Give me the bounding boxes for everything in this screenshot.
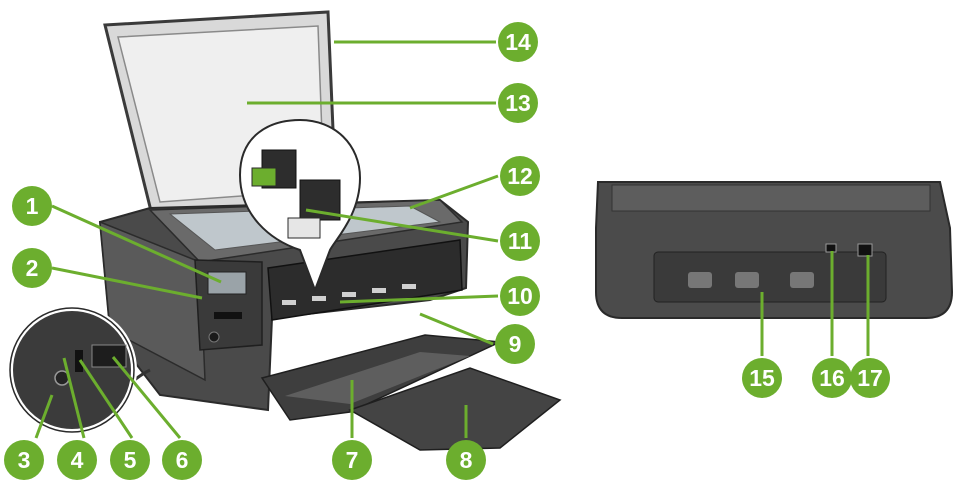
callout-1: 1 <box>12 186 52 226</box>
leader-line-2 <box>51 266 203 300</box>
cartridge-green-latch <box>251 167 277 187</box>
callout-7: 7 <box>332 440 372 480</box>
callout-15-label: 15 <box>749 365 775 391</box>
callout-10-label: 10 <box>507 283 533 309</box>
rear-access-door <box>653 251 887 303</box>
callout-12: 12 <box>500 156 540 196</box>
callout-14: 14 <box>498 22 538 62</box>
power-button-icon <box>208 331 220 343</box>
callout-6-label: 6 <box>176 447 189 473</box>
callout-8: 8 <box>446 440 486 480</box>
callout-11: 11 <box>500 221 540 261</box>
callout-5-label: 5 <box>124 447 137 473</box>
paper-tray-extender <box>348 367 562 451</box>
rear-top-edge <box>611 184 931 212</box>
leader-line-9 <box>419 312 494 346</box>
leader-line-1 <box>51 204 222 284</box>
callout-3-label: 3 <box>18 447 31 473</box>
callout-5: 5 <box>110 440 150 480</box>
callout-11-label: 11 <box>508 228 533 254</box>
leader-line-4 <box>62 357 86 439</box>
usb-port <box>825 243 837 253</box>
paper-tray-surface <box>285 352 470 404</box>
callout-10: 10 <box>500 276 540 316</box>
leader-line-10 <box>339 294 499 304</box>
leader-line-3 <box>34 394 54 439</box>
callout-9-label: 9 <box>509 331 522 357</box>
leader-lines <box>34 40 870 439</box>
callout-2-label: 2 <box>26 255 39 281</box>
printer-rear-view <box>595 181 954 319</box>
display-screen <box>207 271 247 295</box>
callout-3: 3 <box>4 440 44 480</box>
carriage-rollers <box>282 284 416 305</box>
callout-4: 4 <box>57 440 97 480</box>
callout-13-label: 13 <box>505 90 531 116</box>
power-connection <box>857 243 873 257</box>
cartridge-contact <box>287 217 321 239</box>
leader-line-12 <box>409 174 499 210</box>
callout-8-label: 8 <box>460 447 473 473</box>
callout-14-label: 14 <box>505 29 531 55</box>
rear-door-clips <box>688 272 814 288</box>
leader-line-5 <box>78 359 134 439</box>
zoomed-display <box>91 344 127 368</box>
callout-12-label: 12 <box>507 163 533 189</box>
callout-15: 15 <box>742 358 782 398</box>
callout-badges: 1 2 3 4 5 6 7 8 9 10 11 12 13 14 15 16 1… <box>4 22 890 480</box>
callout-13: 13 <box>498 83 538 123</box>
memory-card-slot <box>214 312 242 319</box>
callout-6: 6 <box>162 440 202 480</box>
callout-9: 9 <box>495 324 535 364</box>
callout-16-label: 16 <box>819 365 845 391</box>
cartridge-zoom-bubble <box>238 118 362 293</box>
callout-1-label: 1 <box>26 193 39 219</box>
callout-17: 17 <box>850 358 890 398</box>
callout-7-label: 7 <box>346 447 359 473</box>
callout-2: 2 <box>12 248 52 288</box>
leader-line-11 <box>305 208 499 243</box>
callout-17-label: 17 <box>857 365 883 391</box>
leader-line-6 <box>111 356 182 439</box>
callout-16: 16 <box>812 358 852 398</box>
callout-4-label: 4 <box>71 447 84 473</box>
